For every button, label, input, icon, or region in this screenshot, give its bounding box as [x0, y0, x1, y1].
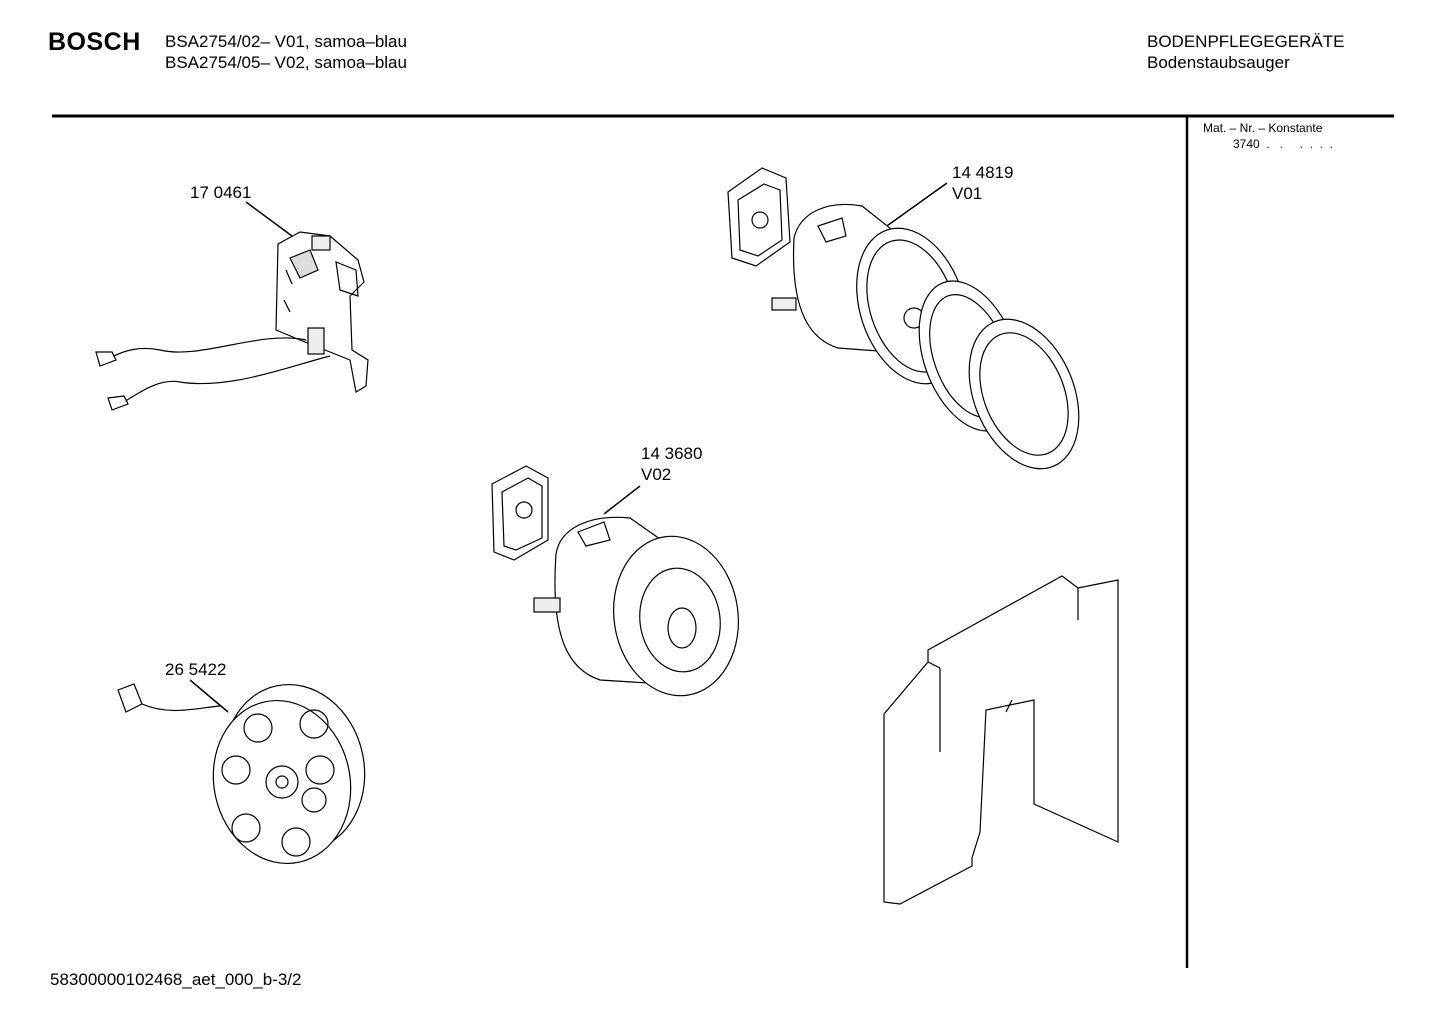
document-id: 58300000102468_aet_000_b-3/2: [50, 970, 302, 989]
part-number-motor-v01: 14 4819: [952, 163, 1014, 182]
leader-line-motor-v01: [883, 182, 948, 229]
filter-plate-part: [883, 575, 1119, 905]
part-variant-motor-v01: V01: [952, 184, 983, 203]
constant-value: 3740 . . . . . .: [1233, 137, 1334, 151]
switch-board-part: [95, 201, 369, 411]
part-variant-motor-v02: V02: [641, 465, 672, 484]
cable-reel-part: [117, 679, 366, 865]
part-number-motor-v02: 14 3680: [641, 444, 703, 463]
model-line-2: BSA2754/05– V02, samoa–blau: [165, 53, 407, 72]
mat-label: Mat. – Nr. – Konstante: [1203, 121, 1323, 135]
category-title: BODENPFLEGEGERÄTE: [1147, 32, 1345, 51]
leader-line-cable-reel: [189, 679, 229, 713]
category-block: BODENPFLEGEGERÄTE Bodenstaubsauger: [1147, 31, 1344, 73]
motor-v01-part: [727, 167, 1080, 470]
part-label-cable-reel: 26 5422: [165, 660, 227, 679]
brand-logo: BOSCH: [48, 28, 141, 56]
part-label-motor-v02: 14 3680 V02: [641, 443, 702, 485]
leader-line-switch-board: [245, 201, 293, 237]
part-label-motor-v01: 14 4819 V01: [952, 162, 1013, 204]
motor-v02-part: [491, 465, 739, 697]
leader-line-motor-v02: [603, 485, 641, 515]
part-label-switch-board: 17 0461: [190, 183, 252, 202]
model-line-1: BSA2754/02– V01, samoa–blau: [165, 32, 407, 51]
model-list: BSA2754/02– V01, samoa–blau BSA2754/05– …: [165, 31, 407, 73]
subcategory-title: Bodenstaubsauger: [1147, 53, 1290, 72]
